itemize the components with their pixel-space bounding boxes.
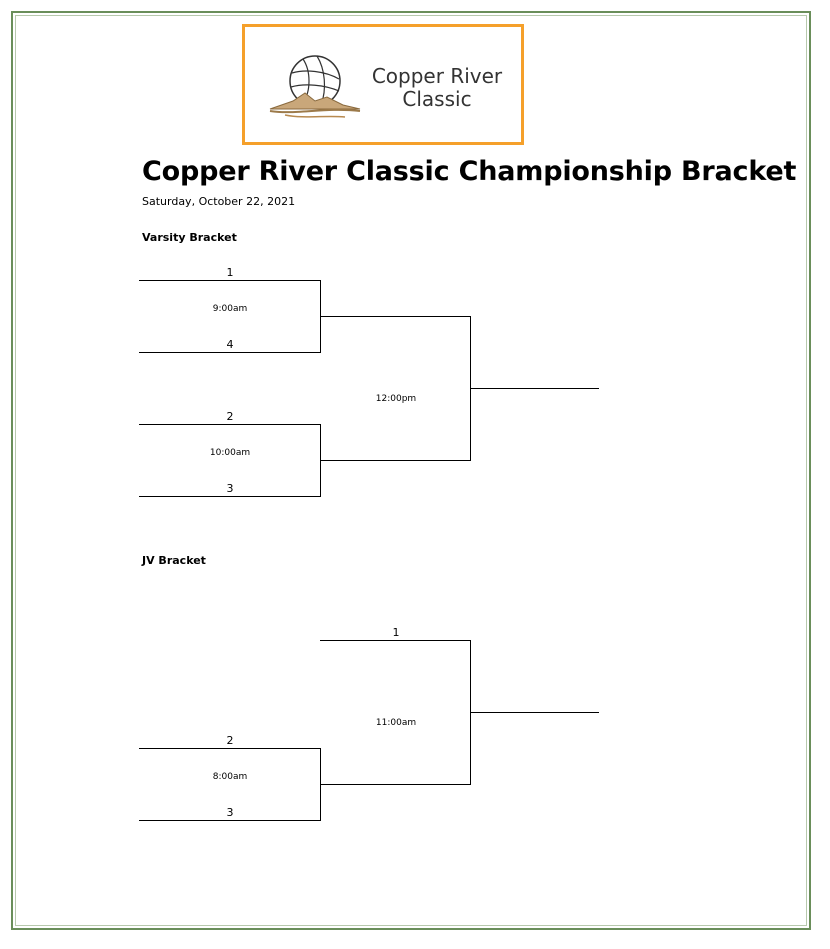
event-date: Saturday, October 22, 2021 [142,195,296,208]
volleyball-mountain-icon [269,55,361,118]
varsity-final-bottom-line [320,460,471,461]
varsity-seed-4: 4 [226,338,234,351]
varsity-match2-top-line [139,424,321,425]
jv-final-top-line [320,640,471,641]
varsity-seed-1: 1 [226,266,234,279]
jv-seed-2: 2 [226,734,234,747]
logo-wordmark: Copper River Classic [363,65,511,111]
jv-bracket-heading: JV Bracket [142,554,206,567]
logo: Copper River Classic [242,24,524,145]
varsity-match2-time: 10:00am [209,448,251,458]
jv-match1-time: 8:00am [212,772,248,782]
page-title: Copper River Classic Championship Bracke… [142,156,797,187]
varsity-bracket-heading: Varsity Bracket [142,231,237,244]
jv-seed-3: 3 [226,806,234,819]
varsity-match2-bottom-line [139,496,321,497]
varsity-final-time: 12:00pm [375,394,417,404]
jv-champion-line [470,712,599,713]
logo-line-1: Copper River [371,64,503,88]
jv-match1-bottom-line [139,820,321,821]
varsity-final-top-line [320,316,471,317]
varsity-seed-2: 2 [226,410,234,423]
varsity-match1-time: 9:00am [212,304,248,314]
jv-final-time: 11:00am [375,718,417,728]
jv-match1-top-line [139,748,321,749]
varsity-match1-top-line [139,280,321,281]
logo-line-2: Classic [402,87,472,111]
jv-seed-1: 1 [392,626,400,639]
jv-final-bottom-line [320,784,471,785]
varsity-seed-3: 3 [226,482,234,495]
varsity-match1-bottom-line [139,352,321,353]
varsity-champion-line [470,388,599,389]
page-border [11,11,811,930]
